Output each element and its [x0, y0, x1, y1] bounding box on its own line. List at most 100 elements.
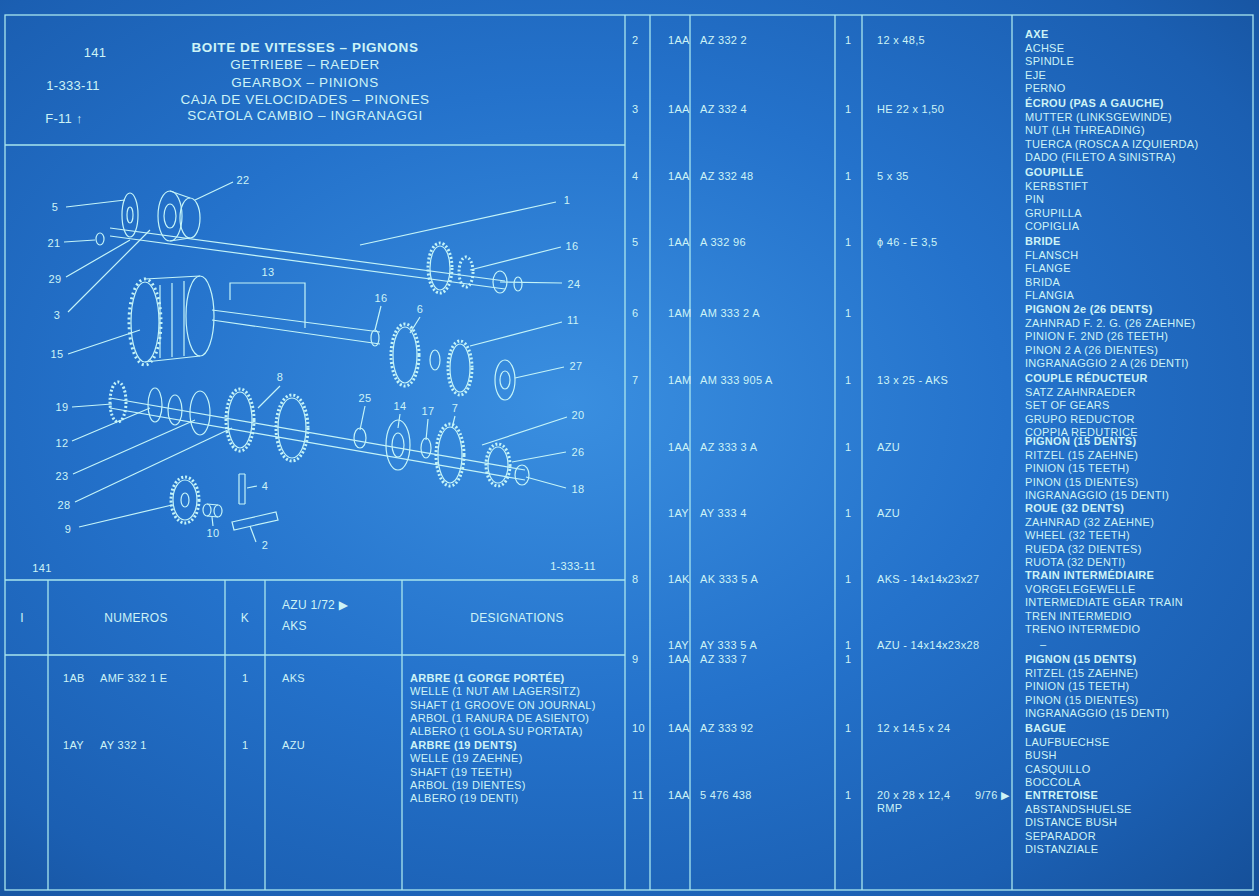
callout-number: 10 [207, 527, 220, 540]
gearbox-drawing-part [186, 276, 214, 356]
callout-number: 19 [56, 401, 69, 414]
gearbox-drawing-part [127, 207, 133, 223]
table-grid-part [5, 579, 625, 580]
gearbox-drawing-part [207, 504, 218, 505]
table-cell: 1 [845, 103, 851, 116]
title-line: GETRIEBE – RAEDER [230, 57, 380, 73]
gearbox-drawing-part [64, 182, 567, 542]
gearbox-drawing-part [495, 360, 515, 400]
header-code: F-11 ↑ [45, 111, 83, 126]
table-cell: 9/76 ▶ [975, 789, 1010, 802]
designation-text: MUTTER (LINKSGEWINDE) [1025, 110, 1172, 123]
designation-text: ARBOL (19 DIENTES) [410, 778, 526, 791]
table-cell: 1AA [668, 789, 690, 802]
gearbox-drawing-part [131, 282, 159, 362]
table-cell: 1 [845, 653, 851, 666]
gearbox-drawing-part [171, 477, 199, 523]
table-grid-part [5, 144, 625, 145]
table-cell: ϕ 46 - E 3,5 [877, 236, 938, 249]
designation-text: GRUPO REDUCTOR [1025, 412, 1135, 425]
gearbox-drawing-part [421, 438, 431, 458]
table-grid-part [5, 654, 625, 655]
table-grid-part [264, 580, 265, 890]
table-cell: RMP [877, 802, 902, 815]
title-line: BOITE DE VITESSES – PIGNONS [192, 40, 419, 56]
gearbox-drawing-part [230, 283, 305, 328]
designation-text: WELLE (19 ZAEHNE) [410, 752, 523, 765]
table-cell: 3 [632, 103, 638, 116]
table-grid [5, 15, 1253, 890]
gearbox-drawing-part [173, 480, 197, 520]
callout-number: 24 [568, 278, 581, 291]
callout-number: 141 [32, 562, 51, 575]
table-cell: 1AY [63, 739, 84, 752]
designation-text: BUSH [1025, 749, 1057, 762]
designation-text: ALBERO (1 GOLA SU PORTATA) [410, 725, 583, 738]
designation-text: COUPLE RÉDUCTEUR [1025, 372, 1148, 385]
table-grid-part [834, 15, 835, 890]
table-cell: 1AA [668, 236, 690, 249]
designation-text: RUEDA (32 DIENTES) [1025, 542, 1142, 555]
gearbox-drawing-part [450, 344, 470, 392]
gearbox-drawing-part [488, 447, 508, 483]
table-grid-part [47, 580, 48, 890]
gearbox-drawing-part [180, 198, 200, 238]
designation-text: KERBSTIFT [1025, 179, 1088, 192]
table-cell: AZ 332 4 [700, 103, 747, 116]
table-cell: 1AK [668, 573, 690, 586]
designation-text: – [1040, 638, 1046, 651]
gearbox-drawing-part [438, 427, 462, 483]
column-header: I [20, 611, 24, 625]
table-cell: 1AA [668, 170, 690, 183]
gearbox-drawing-part [170, 238, 190, 241]
gearbox-drawing-part [160, 281, 184, 358]
table-cell: 1 [845, 34, 851, 47]
table-cell: 1AB [63, 672, 85, 685]
table-cell: 12 x 48,5 [877, 34, 925, 47]
table-cell: 10 [632, 722, 645, 735]
designation-text: PINON 2 A (26 DIENTES) [1025, 343, 1158, 356]
designation-text: ARBRE (19 DENTS) [410, 739, 517, 752]
gearbox-drawing-part [203, 504, 211, 516]
table-cell: AMF 332 1 E [100, 672, 168, 685]
table-cell: 5 476 438 [700, 789, 752, 802]
table-cell: AM 333 905 A [700, 374, 773, 387]
designation-text: ACHSE [1025, 41, 1064, 54]
designation-text: INGRANAGGIO (15 DENTI) [1025, 489, 1169, 502]
gearbox-drawing-part [276, 395, 308, 461]
designation-text: RUOTA (32 DENTI) [1025, 556, 1126, 569]
designation-text: RITZEL (15 ZAEHNE) [1025, 666, 1138, 679]
column-header: AKS [282, 619, 307, 633]
callout-number: 21 [48, 237, 61, 250]
column-header: K [241, 611, 249, 625]
designation-text: LAUFBUECHSE [1025, 735, 1110, 748]
designation-text: PINION (15 TEETH) [1025, 680, 1130, 693]
table-cell: 1AA [668, 441, 690, 454]
gearbox-drawing-part [168, 395, 182, 425]
callout-number: 20 [572, 409, 585, 422]
gearbox-drawing-part [148, 388, 162, 422]
callout-number: 2 [262, 539, 268, 552]
designation-text: TUERCA (ROSCA A IZQUIERDA) [1025, 137, 1198, 150]
designation-text: INGRANAGGIO 2 A (26 DENTI) [1025, 357, 1189, 370]
callout-number: 1-333-11 [550, 560, 596, 573]
table-grid-part [624, 15, 625, 890]
header-code: 1-333-11 [46, 78, 99, 93]
callout-number: 4 [262, 480, 268, 493]
designation-text: GRUPILLA [1025, 206, 1082, 219]
callout-number: 25 [359, 392, 372, 405]
table-grid-part [649, 15, 650, 890]
table-cell: 11 [632, 789, 644, 802]
callout-number: 8 [277, 371, 283, 384]
table-cell: 1 [845, 789, 851, 802]
callout-number: 28 [58, 499, 71, 512]
table-grid-part [1011, 15, 1012, 890]
table-cell: 4 [632, 170, 638, 183]
designation-text: SET OF GEARS [1025, 399, 1110, 412]
designation-text: PINION (15 TEETH) [1025, 462, 1130, 475]
gearbox-drawing-part [428, 243, 452, 293]
designation-text: GOUPILLE [1025, 166, 1084, 179]
designation-text: WHEEL (32 TEETH) [1025, 529, 1130, 542]
table-cell: AY 332 1 [100, 739, 147, 752]
callout-number: 18 [572, 483, 585, 496]
